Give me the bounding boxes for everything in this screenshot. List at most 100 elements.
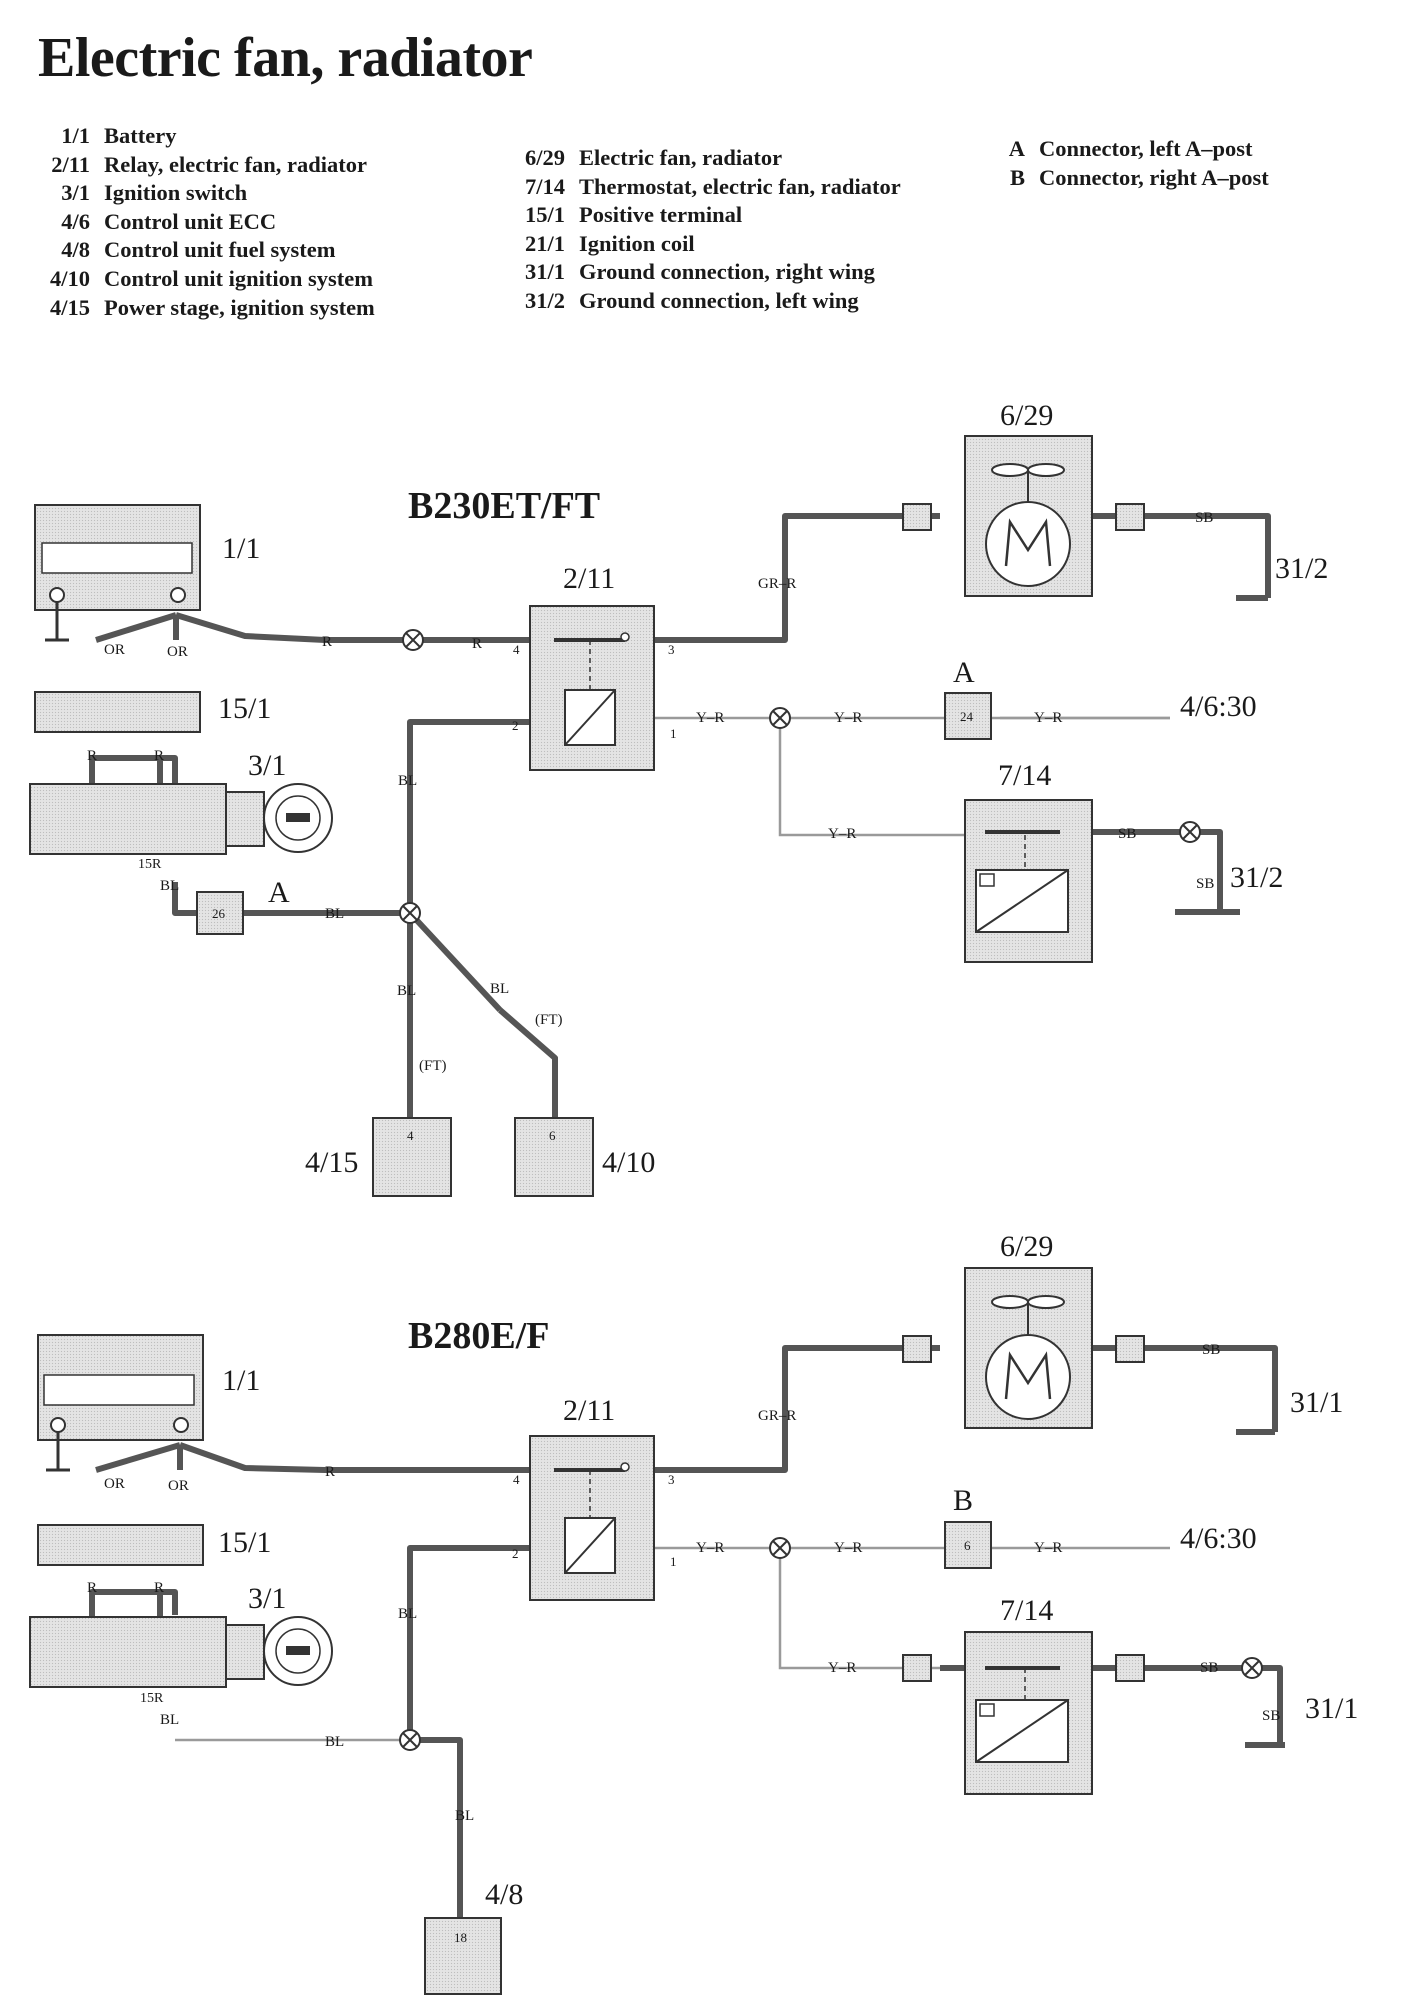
inline-connector [902,503,932,531]
wire-label: R [322,634,332,650]
inline-connector [1115,1654,1145,1682]
positive-terminal [34,691,201,733]
splice-point [1241,1657,1263,1679]
inline-connector [1115,503,1145,531]
engine-title: B280E/F [408,1315,549,1357]
legend-code: 4/8 [61,237,90,263]
wire-label: Y–R [696,1540,724,1556]
wire-label: BL [398,773,417,789]
legend-code: 3/1 [61,180,90,206]
relay-2-11 [529,1435,655,1601]
diagram-b280: B280E/F [29,1230,1358,1995]
wire-label: Y–R [696,710,724,726]
pin-number: 4 [407,1128,414,1143]
wire-label: GR–R [758,576,796,592]
ground-label: 31/2 [1230,861,1283,894]
power-stage-label: 4/15 [305,1146,358,1179]
connector-pin: 24 [960,709,974,724]
inline-connector [902,1654,932,1682]
ground-label: 31/1 [1290,1386,1343,1419]
wire-label: BL [160,1712,179,1728]
splice-point [402,629,424,651]
fuel-unit-label: 4/8 [485,1878,523,1911]
ignition-switch [29,783,333,855]
ground-label: 31/1 [1305,1692,1358,1725]
legend-code: 15/1 [524,202,565,228]
fan-label: 6/29 [1000,1230,1053,1263]
fuel-unit-4-8 [424,1917,502,1995]
legend-label: Electric fan, radiator [579,145,783,170]
engine-title: B230ET/FT [408,485,600,527]
ignition-terminal-label: 15R [140,1691,164,1706]
relay-label: 2/11 [563,1394,615,1427]
wire-label: SB [1200,1660,1218,1676]
legend-code: 31/2 [524,287,565,313]
thermostat-label: 7/14 [1000,1594,1053,1627]
splice-point [399,902,421,924]
legend-label: Control unit fuel system [104,237,336,263]
legend-label: Control unit ECC [104,208,277,234]
pin-number: 6 [549,1128,556,1143]
ignition-unit-label: 4/10 [602,1146,655,1179]
ground-label: 31/2 [1275,552,1328,585]
connector-letter: B [953,1484,973,1517]
connector-a [196,891,244,935]
legend-label: Ground connection, right wing [579,259,875,285]
relay-pin: 2 [512,1546,519,1561]
wire-label: GR–R [758,1408,796,1424]
legend-code: 1/1 [61,123,90,148]
legend-label: Power stage, ignition system [104,294,375,320]
positive-terminal-label: 15/1 [218,1526,271,1559]
wire-label: Y–R [828,826,856,842]
ignition-switch-label: 3/1 [248,749,286,782]
relay-label: 2/11 [563,562,615,595]
ecc-label: 4/6:30 [1180,690,1257,723]
wire-label: R [325,1464,335,1480]
relay-pin: 4 [513,1472,520,1487]
wire-label: SB [1202,1342,1220,1358]
connector-b [944,1521,992,1569]
connector-letter: A [953,656,975,689]
wires-thin [175,1546,1170,1742]
variant-label: (FT) [535,1012,563,1028]
battery-label: 1/1 [222,1364,260,1397]
wire-label: Y–R [834,710,862,726]
power-stage-4-15 [372,1117,452,1197]
legend-label: Connector, left A–post [1039,136,1253,161]
wire-label: R [87,1580,97,1596]
wire-label: Y–R [828,1660,856,1676]
wire-label: BL [397,983,416,999]
diagram-b230: B230ET/FT [29,399,1328,1197]
wire-label: Y–R [1034,710,1062,726]
legend-code: 31/1 [524,259,565,285]
wire-label: R [154,1580,164,1596]
legend-code: 6/29 [524,145,565,170]
variant-label: (FT) [419,1058,447,1074]
legend-item: 6/29 Electric fan, radiator [515,144,901,173]
wire-label: Y–R [834,1540,862,1556]
legend-code: 2/11 [51,151,90,177]
wire-label: SB [1262,1708,1280,1724]
wire-label: SB [1195,510,1213,526]
legend-label: Control unit ignition system [104,265,373,291]
legend-item: 4/8 Control unit fuel system [32,236,375,265]
ignition-switch [29,1616,333,1688]
legend-code: 7/14 [524,173,565,199]
ignition-unit-4-10 [514,1117,594,1197]
legend-code: 4/10 [49,265,90,291]
legend-label: Battery [104,123,177,148]
wire-label: BL [325,906,344,922]
wire-label: R [154,748,164,764]
wire-label: OR [167,644,188,660]
legend-code: 21/1 [524,230,565,256]
positive-terminal [37,1524,204,1566]
relay-pin: 4 [513,642,520,657]
wire-label: SB [1196,876,1214,892]
